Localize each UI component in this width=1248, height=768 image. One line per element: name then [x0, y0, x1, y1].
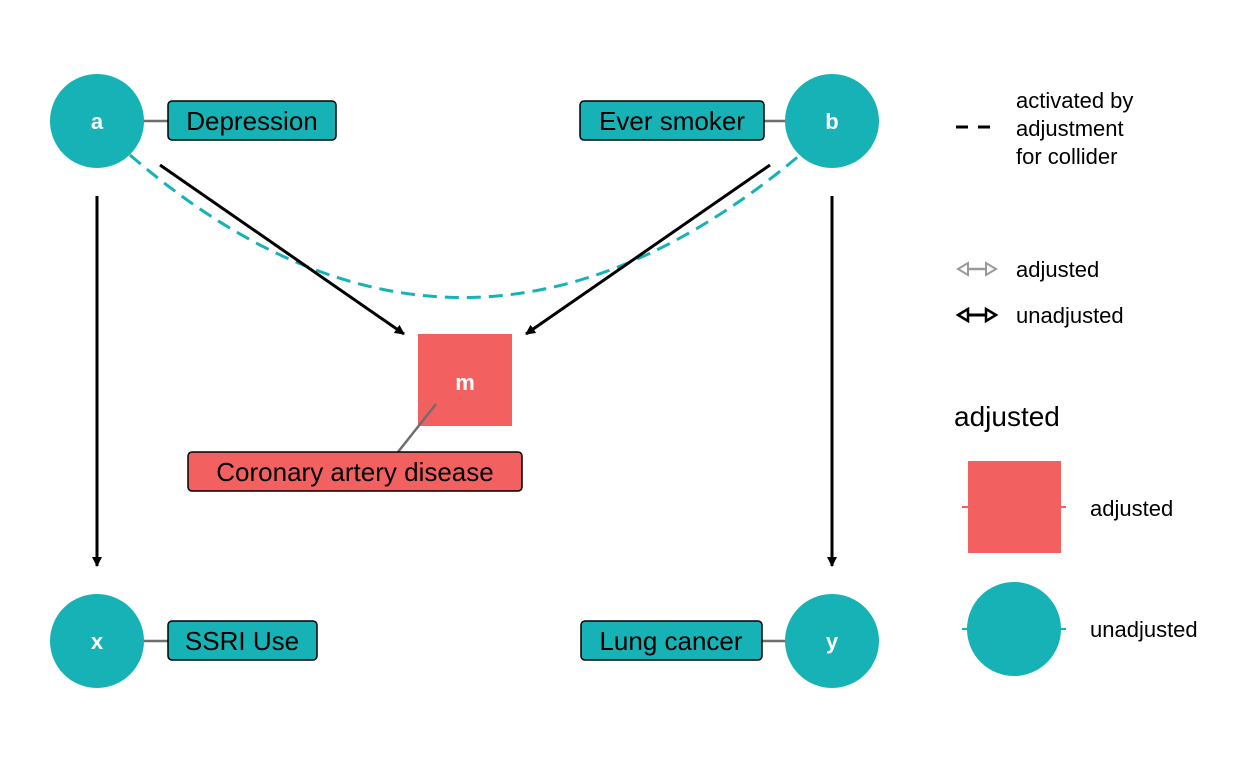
node-x-letter: x — [91, 629, 104, 654]
node-b-label: Ever smoker — [599, 106, 745, 136]
node-m-letter: m — [455, 370, 475, 395]
legend-adjusted-square-icon — [968, 461, 1061, 553]
node-y-circle — [785, 594, 879, 688]
node-b-letter: b — [825, 109, 838, 134]
legend-arrow-unadjusted-label: unadjusted — [1016, 303, 1124, 328]
node-x-label: SSRI Use — [185, 626, 299, 656]
node-x-circle — [50, 594, 144, 688]
legend-node-adjusted-label: adjusted — [1090, 496, 1173, 521]
edge-a-m — [159, 163, 405, 336]
legend-arrow-adjusted-label: adjusted — [1016, 257, 1099, 282]
legend-unadjusted-circle-icon — [967, 582, 1061, 676]
edge-a-b-collider — [129, 153, 801, 299]
legend-arrow-adjusted-icon — [956, 261, 998, 277]
legend-edge-unadjusted: unadjusted — [955, 303, 1124, 328]
legend-collider-line-3: for collider — [1016, 144, 1117, 169]
node-y: y Lung cancer — [580, 594, 879, 688]
node-b-circle — [785, 74, 879, 168]
node-m-leader — [397, 403, 437, 453]
node-y-letter: y — [826, 629, 839, 654]
node-x-label-box — [167, 620, 318, 661]
legend-collider-line-2: adjustment — [1016, 116, 1124, 141]
node-a-letter: a — [91, 109, 104, 134]
legend-node-unadjusted-label: unadjusted — [1090, 617, 1198, 642]
node-b-label-box — [579, 100, 765, 141]
node-a-label-box — [167, 100, 337, 141]
legend-node-unadjusted: unadjusted — [962, 582, 1198, 676]
node-b: b Ever smoker — [579, 74, 879, 168]
edge-b-m — [525, 163, 771, 336]
node-m-label: Coronary artery disease — [216, 457, 493, 487]
node-a-circle — [50, 74, 144, 168]
node-y-label-box — [580, 620, 763, 661]
node-y-label: Lung cancer — [599, 626, 742, 656]
legend-collider: activated by adjustment for collider — [956, 88, 1133, 169]
node-a-label: Depression — [186, 106, 318, 136]
legend-arrow-unadjusted-icon — [955, 306, 999, 324]
legend-collider-line-1: activated by — [1016, 88, 1133, 113]
node-a: a Depression — [50, 74, 337, 168]
legend-edge-adjusted: adjusted — [956, 257, 1099, 282]
node-m-square — [418, 334, 512, 426]
node-m: m Coronary artery disease — [187, 334, 523, 492]
legend-node-title: adjusted — [954, 401, 1060, 432]
node-x: x SSRI Use — [50, 594, 318, 688]
node-m-label-box — [187, 451, 523, 492]
legend-node-adjusted: adjusted — [962, 461, 1173, 553]
